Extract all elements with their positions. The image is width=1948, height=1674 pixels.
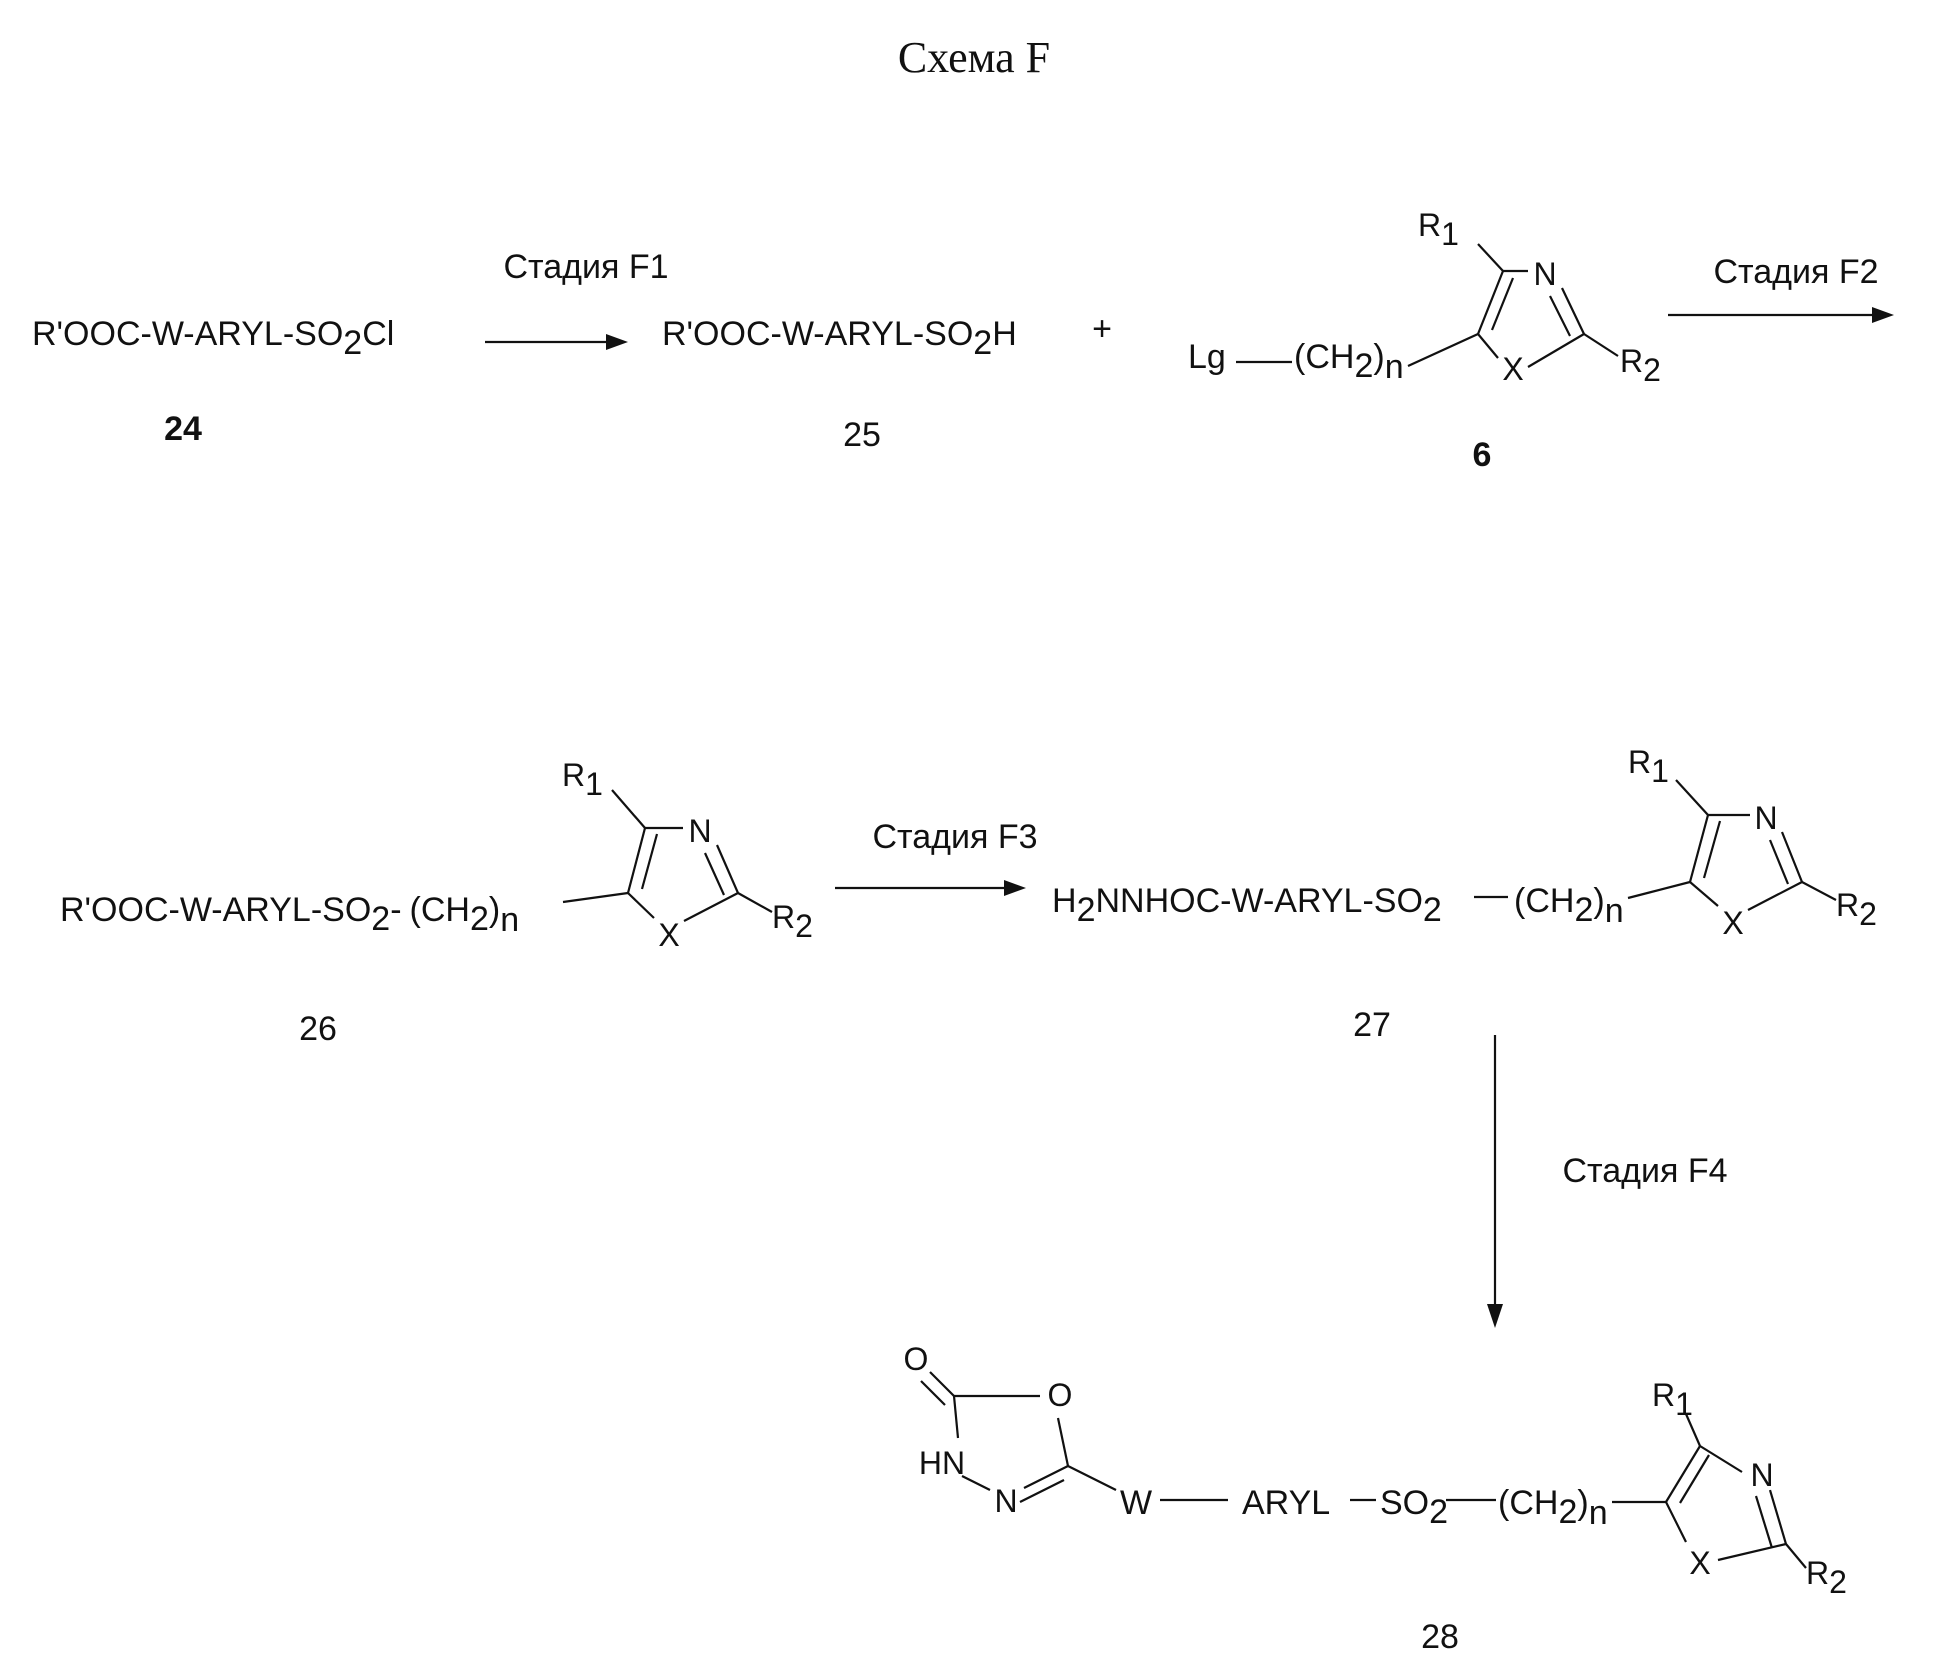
substituent-r1: R1 <box>562 757 603 802</box>
compound-28-linker: (CH2)n <box>1498 1484 1608 1532</box>
ring-double-bond-n-c2 <box>1550 296 1570 336</box>
ring-bond-c2-x <box>1718 1544 1786 1560</box>
substituent-r1: R1 <box>1652 1377 1693 1422</box>
ring-atom-x: X <box>1722 905 1743 941</box>
ring-bond-nh-n <box>962 1476 990 1490</box>
arrow-stage-f2: Стадия F2 <box>1668 253 1894 323</box>
ring-double-bond-n-c2 <box>1770 840 1788 884</box>
compound-6: Lg (CH2)n N X R1 R2 6 <box>1188 207 1661 474</box>
stage-f1-label: Стадия F1 <box>503 248 668 286</box>
arrow-f4-head <box>1487 1304 1503 1328</box>
ring-atom-hn: HN <box>919 1445 965 1481</box>
ring-bond-c2-x <box>684 893 738 921</box>
compound-28-number: 28 <box>1421 1618 1459 1656</box>
bond-c-w <box>1068 1466 1116 1490</box>
r2-bond <box>1786 1544 1806 1568</box>
ring-double-bond-c5-c4 <box>1704 821 1720 878</box>
compound-28-aryl: ARYL <box>1242 1484 1330 1522</box>
ring-bond-c5-c4 <box>1478 271 1503 334</box>
ring-bond-c5-c4 <box>1666 1446 1700 1502</box>
r1-bond <box>612 790 645 828</box>
stage-f4-label: Стадия F4 <box>1562 1152 1727 1190</box>
substituent-r2: R2 <box>1836 887 1877 932</box>
arrow-f1-head <box>606 334 628 350</box>
arrow-stage-f4: Стадия F4 <box>1487 1035 1728 1328</box>
compound-27: H2NNHOC-W-ARYL-SO2 (CH2)n N X R1 R2 27 <box>1052 744 1877 1044</box>
r2-bond <box>1802 882 1836 900</box>
scheme-title: Схема F <box>898 33 1050 82</box>
ring-bond-c2-x <box>1528 334 1584 367</box>
ring-atom-n: N <box>1754 800 1777 836</box>
compound-6-leaving-group: Lg <box>1188 338 1226 376</box>
ring-bond-c-nh <box>954 1396 958 1438</box>
ring-double-bond-n-c2 <box>1756 1496 1772 1548</box>
r1-bond <box>1676 780 1708 815</box>
compound-28-w: W <box>1120 1484 1152 1522</box>
substituent-r1: R1 <box>1628 744 1669 789</box>
ring-bond-n-c2 <box>1770 1490 1786 1544</box>
r2-bond <box>1584 334 1618 356</box>
ring-atom-x: X <box>1502 351 1523 387</box>
plus-sign: + <box>1092 310 1112 348</box>
ring-bond-c5-x <box>628 893 654 918</box>
compound-6-linker: (CH2)n <box>1294 338 1404 386</box>
ring-double-bond-c5-c4 <box>1492 278 1513 330</box>
compound-28-so2: SO2 <box>1380 1484 1448 1531</box>
r2-bond <box>738 893 772 912</box>
ring-bond-c5-x <box>1478 334 1498 358</box>
compound-24-formula: R'OOC-W-ARYL-SO2Cl <box>32 315 394 362</box>
substituent-r2: R2 <box>772 899 813 944</box>
compound-24: R'OOC-W-ARYL-SO2Cl 24 <box>32 315 394 448</box>
compound-27-formula: H2NNHOC-W-ARYL-SO2 <box>1052 882 1442 929</box>
ring-oxygen: O <box>1048 1377 1073 1413</box>
ring-bond-n-c <box>1024 1466 1068 1488</box>
ring-atom-x: X <box>1689 1545 1710 1581</box>
arrow-stage-f3: Стадия F3 <box>835 818 1038 896</box>
ring-bond-c5-x <box>1666 1502 1686 1542</box>
substituent-r2: R2 <box>1620 343 1661 388</box>
compound-25: R'OOC-W-ARYL-SO2H 25 <box>662 315 1017 454</box>
compound-27-linker-bond <box>1628 882 1690 898</box>
arrow-f2-head <box>1872 307 1894 323</box>
compound-28: O O HN N W ARYL SO2 (CH2)n N X R1 R2 <box>904 1341 1847 1656</box>
ring-bond-c2-x <box>1748 882 1802 910</box>
stage-f3-label: Стадия F3 <box>872 818 1037 856</box>
compound-26-linker-bond <box>563 893 628 902</box>
compound-26-formula: R'OOC-W-ARYL-SO2-(CH2)n <box>60 891 519 939</box>
ring-atom-n: N <box>994 1483 1017 1519</box>
compound-27-linker: (CH2)n <box>1514 882 1624 930</box>
compound-25-number: 25 <box>843 416 881 454</box>
r1-bond <box>1478 244 1503 271</box>
ring-atom-n: N <box>1750 1457 1773 1493</box>
ring-double-bond-n-c2 <box>705 853 724 895</box>
ring-bond-c5-x <box>1690 882 1718 906</box>
ring-double-bond-c5-c4 <box>1680 1455 1709 1503</box>
compound-26: R'OOC-W-ARYL-SO2-(CH2)n N X R1 R2 26 <box>60 757 813 1048</box>
compound-24-number: 24 <box>164 410 202 448</box>
ring-atom-n: N <box>688 813 711 849</box>
compound-6-number: 6 <box>1473 436 1492 474</box>
compound-6-linker-bond <box>1408 334 1478 366</box>
ring-atom-n: N <box>1533 256 1556 292</box>
compound-25-formula: R'OOC-W-ARYL-SO2H <box>662 315 1017 362</box>
exocyclic-oxygen: O <box>904 1341 929 1377</box>
compound-27-number: 27 <box>1353 1006 1391 1044</box>
stage-f2-label: Стадия F2 <box>1713 253 1878 291</box>
ring-double-bond-c5-c4 <box>642 834 657 889</box>
substituent-r1: R1 <box>1418 207 1459 252</box>
compound-26-number: 26 <box>299 1010 337 1048</box>
arrow-stage-f1: Стадия F1 <box>485 248 669 350</box>
arrow-f3-head <box>1004 880 1026 896</box>
ring-bond-o-c <box>1058 1418 1068 1466</box>
ring-atom-x: X <box>658 917 679 953</box>
ring-double-bond-n-c <box>1020 1480 1064 1502</box>
substituent-r2: R2 <box>1806 1555 1847 1600</box>
